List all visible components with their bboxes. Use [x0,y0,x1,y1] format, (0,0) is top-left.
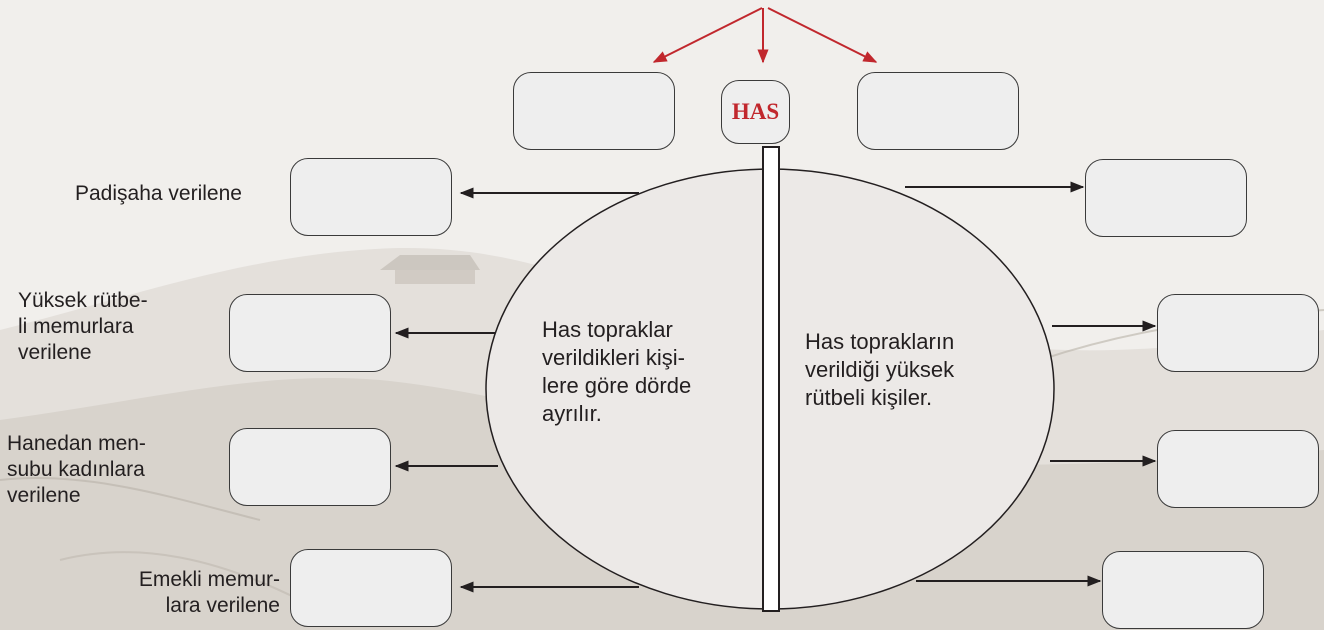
left-blank-box-2[interactable] [229,294,391,372]
has-title: HAS [731,99,780,124]
left-blank-box-4[interactable] [290,549,452,627]
ellipse-right-text: Has toprakların verildiği yüksek rütbeli… [805,329,955,410]
right-blank-box-2[interactable] [1157,294,1319,372]
left-blank-box-1[interactable] [290,158,452,236]
left-label-4: Emekli memur- lara verilene [138,568,280,617]
divider-bar [762,146,780,612]
ellipse-left-text: Has topraklar verildikleri kişi- lere gö… [542,317,692,426]
right-blank-box-3[interactable] [1157,430,1319,508]
top-left-blank-box[interactable] [513,72,675,150]
right-blank-box-1[interactable] [1085,159,1247,237]
red-arrow-right [767,7,878,63]
left-blank-box-3[interactable] [229,428,391,506]
red-arrow-left [652,7,763,63]
has-title-box: HAS [721,80,790,144]
left-label-2: Yüksek rütbe- li memurlara verilene [18,289,148,364]
right-blank-box-4[interactable] [1102,551,1264,629]
left-label-1: Padişaha verilene [75,182,242,205]
left-label-3: Hanedan men- subu kadınlara verilene [7,432,146,507]
top-right-blank-box[interactable] [857,72,1019,150]
